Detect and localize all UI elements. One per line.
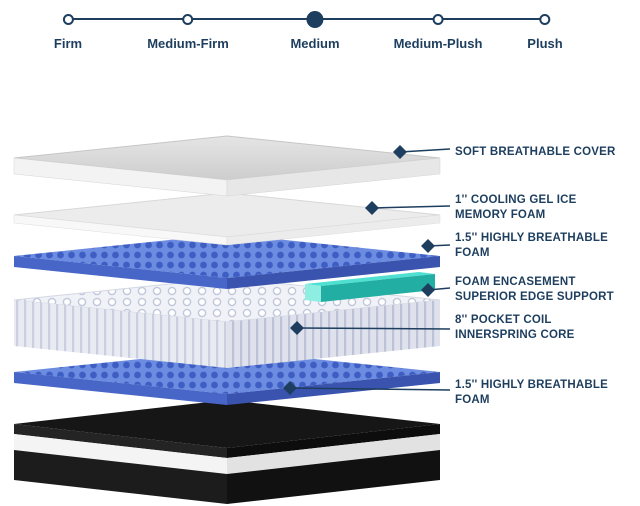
firmness-stop-medium[interactable]: Medium <box>290 8 340 51</box>
firmness-stop-plush[interactable]: Plush <box>527 8 563 51</box>
leader-lines <box>289 148 451 391</box>
firmness-label-medium-plush[interactable]: Medium-Plush <box>393 36 483 51</box>
firmness-label-plush[interactable]: Plush <box>527 36 563 51</box>
breathable-foam-top-diamond-icon <box>421 239 435 253</box>
firmness-dot-wrap <box>432 8 444 30</box>
firmness-dot-wrap <box>306 8 324 30</box>
label-breathable-foam-bottom: 1.5'' HIGHLY BREATHABLE FOAM <box>455 379 608 406</box>
label-breathable-foam-top: 1.5'' HIGHLY BREATHABLE FOAM <box>455 232 608 259</box>
label-foam-encasement: FOAM ENCASEMENT SUPERIOR EDGE SUPPORT <box>455 276 614 303</box>
firmness-label-firm[interactable]: Firm <box>53 36 83 51</box>
firmness-stop-medium-plush[interactable]: Medium-Plush <box>393 8 483 51</box>
label-soft-breathable-cover: SOFT BREATHABLE COVER <box>455 146 616 158</box>
pocket-coil-diamond-icon <box>290 321 304 335</box>
firmness-dot-wrap <box>539 8 551 30</box>
foundation-base <box>14 400 440 504</box>
breathable-foam-bottom-layer <box>14 350 440 405</box>
firmness-selector: Firm Medium-Firm Medium Medium-Plush Plu… <box>0 8 640 70</box>
label-pocket-coil-core: 8'' POCKET COIL INNERSPRING CORE <box>455 314 575 341</box>
cover-layer <box>13 135 441 197</box>
firmness-dot-wrap <box>182 8 194 30</box>
label-cooling-gel-memory-foam: 1'' COOLING GEL ICE MEMORY FOAM <box>455 194 577 221</box>
foam-encasement-rail <box>305 272 435 302</box>
cover-diamond-icon <box>393 145 407 159</box>
breathable-foam-bottom-diamond-icon <box>283 381 297 395</box>
firmness-dot-plush-icon[interactable] <box>539 13 551 25</box>
firmness-stop-medium-firm[interactable]: Medium-Firm <box>147 8 229 51</box>
firmness-dot-medium-plush-icon[interactable] <box>432 13 444 25</box>
firmness-stop-firm[interactable]: Firm <box>54 8 82 51</box>
layer-markers <box>283 145 435 395</box>
gel-foam-diamond-icon <box>365 201 379 215</box>
firmness-dot-medium-firm-icon[interactable] <box>182 13 194 25</box>
breathable-foam-top-layer <box>14 234 440 289</box>
gel-memory-foam-layer <box>13 192 441 246</box>
encasement-diamond-icon <box>421 283 435 297</box>
firmness-label-medium[interactable]: Medium <box>290 36 340 51</box>
firmness-dot-wrap <box>62 8 74 30</box>
firmness-dot-medium-icon[interactable] <box>306 10 324 28</box>
firmness-label-medium-firm[interactable]: Medium-Firm <box>147 36 229 51</box>
firmness-dot-firm-icon[interactable] <box>62 13 74 25</box>
